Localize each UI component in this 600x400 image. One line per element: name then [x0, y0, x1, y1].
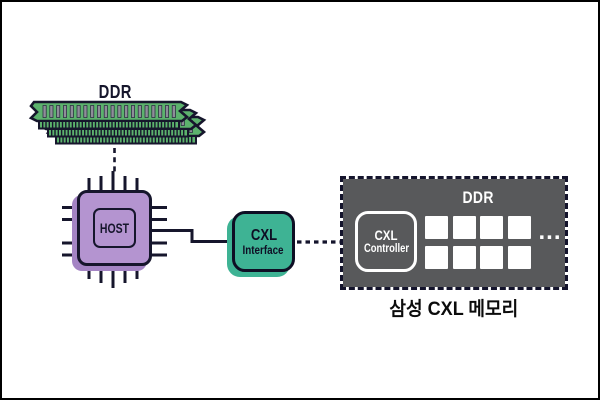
host-interface-link: [150, 229, 232, 243]
module-ddr-label: DDR: [462, 188, 494, 207]
dram-chip: [425, 246, 448, 269]
host-chip-pins: [62, 171, 167, 288]
cxl-controller-label-line1: CXL: [374, 226, 398, 243]
dram-chip: [507, 246, 531, 269]
host-chip-label: HOST: [99, 220, 130, 236]
dram-chip: [452, 216, 476, 239]
cxl-controller-box: CXL Controller: [355, 211, 417, 272]
dram-chip: [507, 216, 531, 239]
dram-chip: [425, 216, 448, 239]
dram-chip-grid: [425, 216, 531, 269]
cxl-controller-label-line2: Controller: [363, 242, 409, 255]
dram-chip: [452, 246, 476, 269]
dram-chip: [480, 246, 503, 269]
ddr-dimm-stack: [31, 102, 204, 144]
cxl-interface-label-line2: Interface: [242, 242, 285, 257]
samsung-cxl-memory-box: CXL Controller DDR ...: [340, 176, 568, 290]
cxl-interface-label-line1: CXL: [250, 226, 277, 244]
cxl-interface-box: CXL Interface: [232, 211, 295, 272]
host-chip: HOST: [77, 190, 152, 266]
host-chip-label-box: HOST: [93, 208, 136, 248]
ddr-dimm-label: DDR: [98, 82, 132, 102]
module-caption: 삼성 CXL 메모리: [389, 299, 519, 320]
dram-chip: [480, 216, 503, 239]
more-chips-ellipsis: ...: [538, 218, 562, 245]
